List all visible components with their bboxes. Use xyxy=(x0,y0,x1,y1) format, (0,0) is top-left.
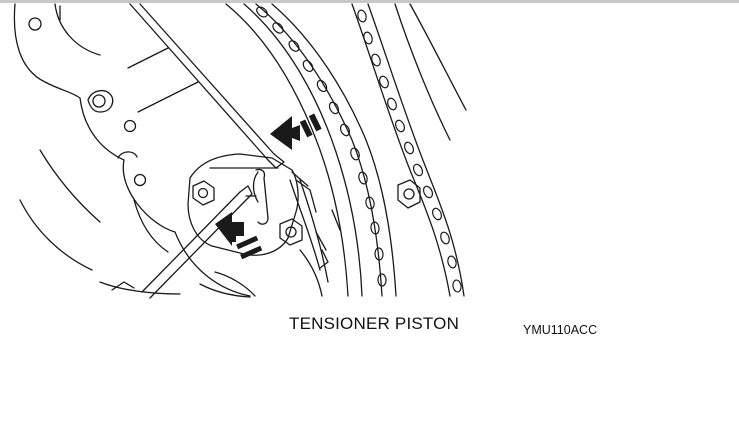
chain-guide-arm xyxy=(225,3,363,297)
push-direction-arrow-lower xyxy=(215,212,263,260)
tensioner-mounting-bolts xyxy=(192,180,303,246)
lower-frame-detail xyxy=(299,209,341,297)
tensioner-body xyxy=(187,153,317,256)
timing-chain-right-run xyxy=(351,3,467,297)
release-tool-upper xyxy=(129,3,285,169)
timing-chain-tensioner-illustration xyxy=(13,3,467,299)
engine-cover-outline xyxy=(13,3,256,298)
timing-chain xyxy=(255,3,397,297)
figure-caption: TENSIONER PISTON xyxy=(289,314,460,333)
top-border-line xyxy=(0,0,739,3)
figure-code: YMU110ACC xyxy=(523,323,598,337)
push-direction-arrow-upper xyxy=(270,113,322,150)
sprocket-bolt xyxy=(397,179,421,209)
retaining-pin xyxy=(245,168,269,225)
